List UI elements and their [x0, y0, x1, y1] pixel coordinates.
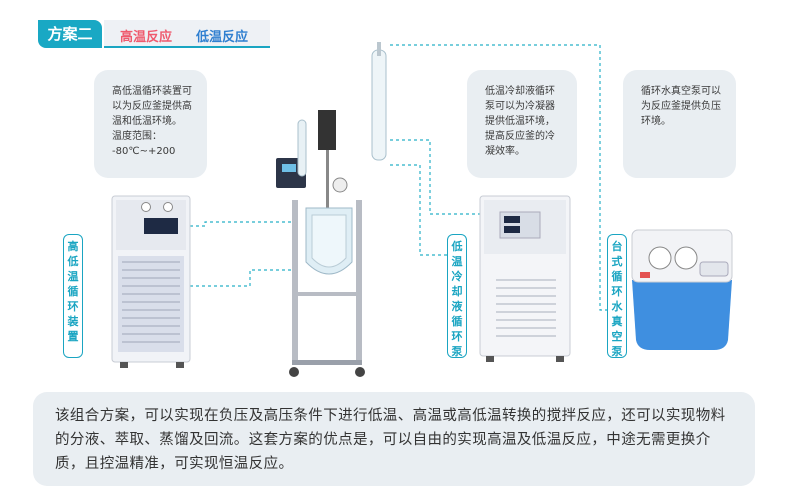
glass-reactor [276, 42, 387, 377]
tag-high-temp: 高温反应 [120, 30, 173, 45]
scheme-description: 该组合方案，可以实现在负压及高压条件下进行低温、高温或高低温转换的搅拌反应，还可… [33, 392, 755, 486]
label-vacuum-pump: 台式循环水真空泵 [607, 234, 627, 358]
label-heating-cooling-unit: 高低温循环装置 [63, 234, 83, 358]
tag-bar [104, 20, 270, 48]
label-chiller: 低温冷却液循环泵 [447, 234, 467, 358]
water-circulating-vacuum-pump [631, 229, 733, 350]
callout-chiller: 低温冷却液循环 泵可以为冷凝器 提供低温环境， 提高反应釜的冷 凝效率。 [467, 70, 577, 178]
connector-lines [190, 44, 607, 311]
callout-heating-cooling-unit: 高低温循环装置可 以为反应釜提供高 温和低温环境。 温度范围： -80℃~+20… [94, 70, 207, 178]
tag-low-temp: 低温反应 [196, 30, 249, 45]
scheme-badge: 方案二 [38, 20, 102, 48]
low-temp-chiller [479, 195, 571, 362]
callout-vacuum-pump: 循环水真空泵可以 为反应釜提供负压 环境。 [623, 70, 736, 178]
heating-cooling-circulator [111, 195, 191, 368]
